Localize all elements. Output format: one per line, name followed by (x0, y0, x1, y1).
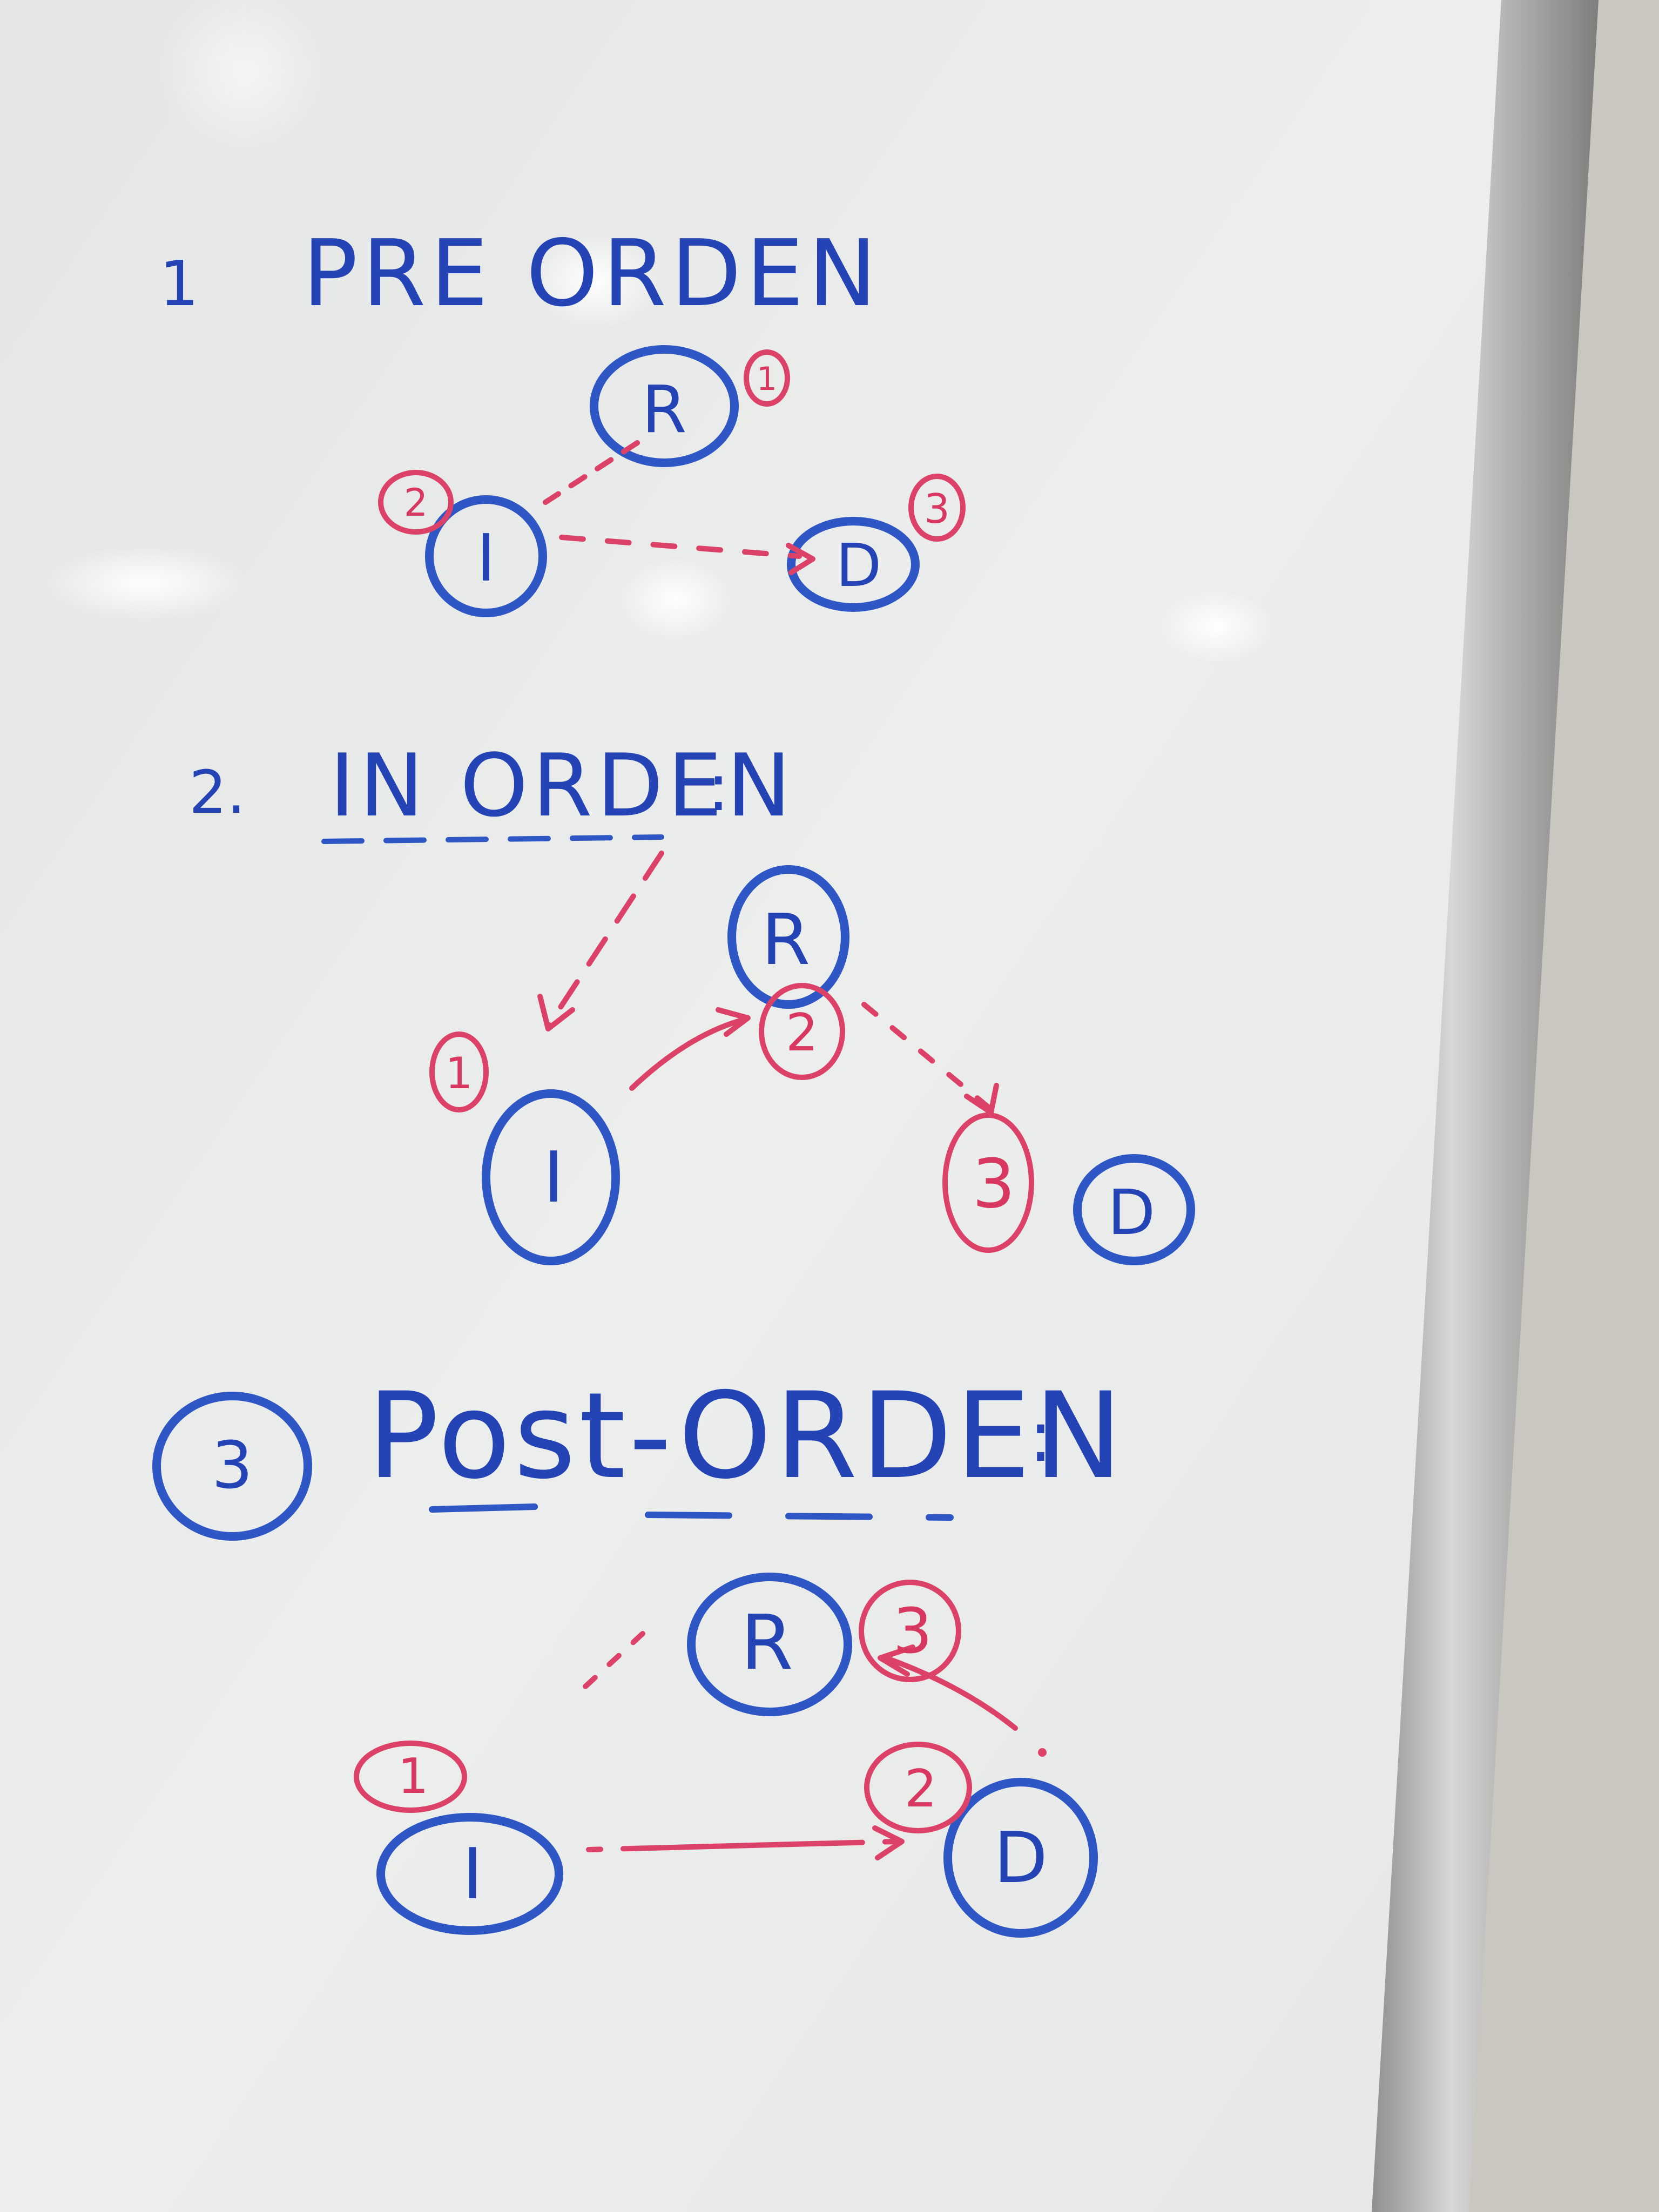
node-circle (425, 495, 547, 617)
step-number: 1 (397, 1748, 428, 1805)
traversal-edge (570, 1631, 645, 1701)
step-number: 3 (893, 1595, 932, 1668)
traversal-edge (543, 440, 640, 505)
section-number: 3 (212, 1428, 253, 1503)
node-left: I (462, 1833, 483, 1915)
node-circle (943, 1778, 1098, 1938)
step-circle (759, 983, 845, 1080)
node-right: D (1108, 1177, 1156, 1249)
traversal-edge (861, 1002, 991, 1110)
traversal-edge (883, 1655, 1018, 1731)
node-circle (376, 1813, 563, 1935)
node-root: R (740, 1599, 793, 1687)
step-number: 3 (924, 485, 950, 532)
step-circle (942, 1112, 1034, 1253)
traversal-edge (559, 535, 802, 559)
node-circle (482, 1089, 620, 1265)
section-colon: : (707, 751, 729, 826)
step-circle (429, 1031, 489, 1112)
title-underline (429, 1503, 538, 1513)
node-right: D (994, 1817, 1048, 1899)
step-circle (354, 1741, 467, 1813)
section-title: PRE ORDEN (302, 220, 881, 327)
step-circle (378, 470, 454, 535)
section-pre-orden: 1 PRE ORDEN R I D 1 2 3 (159, 220, 966, 617)
light-glare (1156, 589, 1274, 664)
traversal-arrow (716, 1007, 751, 1037)
section-number: 2. (189, 758, 246, 827)
node-left: I (476, 521, 495, 596)
traversal-arrow (872, 1825, 905, 1860)
step-circle (859, 1580, 961, 1682)
step-number: 3 (972, 1145, 1015, 1223)
traversal-edge (629, 1018, 743, 1091)
marker-dot (1038, 1748, 1047, 1757)
whiteboard-surface (0, 0, 1501, 2212)
traversal-arrow (786, 543, 815, 575)
node-root: R (761, 899, 810, 981)
traversal-edge (586, 1839, 899, 1852)
section-title: Post-ORDEN (367, 1367, 1126, 1505)
title-underline (645, 1512, 954, 1521)
light-glare (157, 0, 329, 157)
title-underline (321, 834, 664, 844)
traversal-arrow (537, 994, 575, 1031)
step-number: 2 (786, 1003, 818, 1063)
step-number: 2 (404, 481, 428, 525)
node-left: I (543, 1136, 564, 1218)
traversal-arrow (878, 1644, 915, 1677)
node-circle (787, 517, 920, 612)
node-root: R (642, 373, 686, 448)
node-circle (590, 345, 739, 467)
step-number: 1 (757, 360, 777, 398)
step-number: 2 (905, 1759, 937, 1819)
light-glare (616, 556, 734, 643)
step-number: 1 (446, 1048, 473, 1098)
section-number: 1 (159, 248, 199, 320)
light-glare (529, 232, 659, 329)
node-right: D (836, 531, 882, 600)
section-title: IN ORDEN (329, 735, 795, 836)
traversal-edge (545, 851, 664, 1029)
light-glare (43, 545, 248, 621)
node-circle (727, 865, 849, 1009)
section-post-orden: 3 Post-ORDEN : R I D 1 2 3 (152, 1367, 1126, 1938)
step-circle (908, 474, 966, 542)
traversal-arrow (964, 1083, 999, 1115)
whiteboard-frame (1372, 0, 1599, 2212)
node-circle (1073, 1154, 1195, 1265)
node-circle (687, 1573, 852, 1716)
step-circle (864, 1742, 972, 1833)
section-in-orden: 2. IN ORDEN : R I D 1 2 3 (189, 735, 1195, 1265)
section-colon: : (1029, 1395, 1053, 1478)
section-number-circle (152, 1392, 312, 1541)
step-circle (744, 349, 790, 407)
